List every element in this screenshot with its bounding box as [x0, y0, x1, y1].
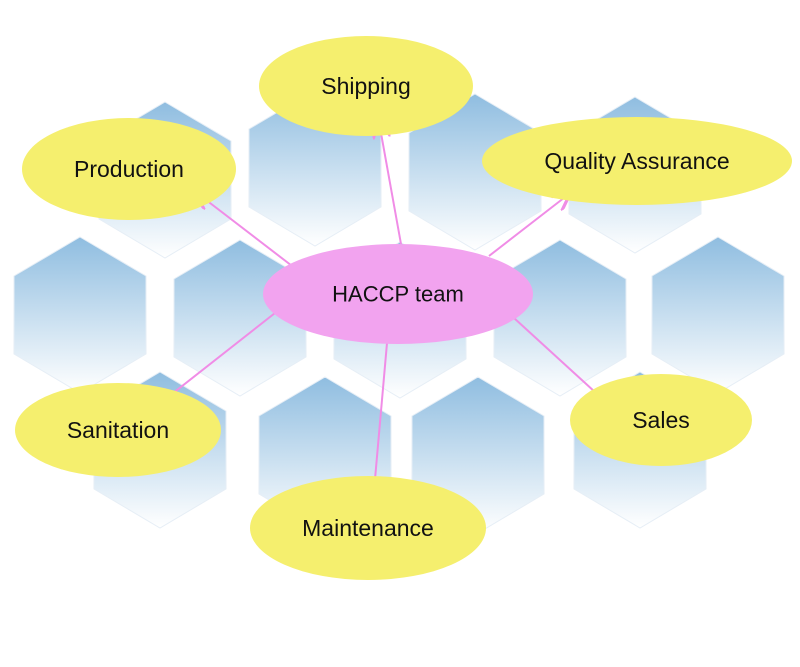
- node-label-sales: Sales: [632, 407, 690, 433]
- node-label-production: Production: [74, 156, 184, 182]
- node-ellipse-shipping: [259, 36, 473, 136]
- node-shipping: Shipping: [259, 36, 473, 136]
- node-ellipse-sanitation: [15, 383, 221, 477]
- node-label-sanitation: Sanitation: [67, 417, 169, 443]
- node-ellipse-quality: [482, 117, 792, 205]
- arrow-haccp-to-maintenance: [373, 342, 388, 502]
- node-ellipse-maintenance: [250, 476, 486, 580]
- node-label-quality: Quality Assurance: [544, 148, 729, 174]
- node-ellipse-haccp-team: [263, 244, 533, 344]
- node-label-haccp-team: HACCP team: [332, 282, 464, 307]
- node-production: Production: [22, 118, 236, 220]
- node-maintenance: Maintenance: [250, 476, 486, 580]
- arrow-haccp-to-shipping: [379, 122, 402, 245]
- arrow-haccp-to-production: [197, 193, 297, 270]
- arrow-layer: [158, 122, 607, 502]
- node-quality: Quality Assurance: [482, 117, 792, 205]
- arrow-haccp-to-sales: [513, 317, 607, 403]
- node-ellipse-sales: [570, 374, 752, 466]
- node-label-shipping: Shipping: [321, 73, 411, 99]
- node-haccp-team: HACCP team: [263, 244, 533, 344]
- background-hexagon: [13, 236, 147, 394]
- node-sales: Sales: [570, 374, 752, 466]
- arrow-haccp-to-sanitation: [158, 312, 276, 405]
- background-hexagon: [651, 236, 785, 394]
- node-sanitation: Sanitation: [15, 383, 221, 477]
- node-label-maintenance: Maintenance: [302, 515, 434, 541]
- node-ellipse-production: [22, 118, 236, 220]
- arrow-haccp-to-quality: [488, 194, 569, 257]
